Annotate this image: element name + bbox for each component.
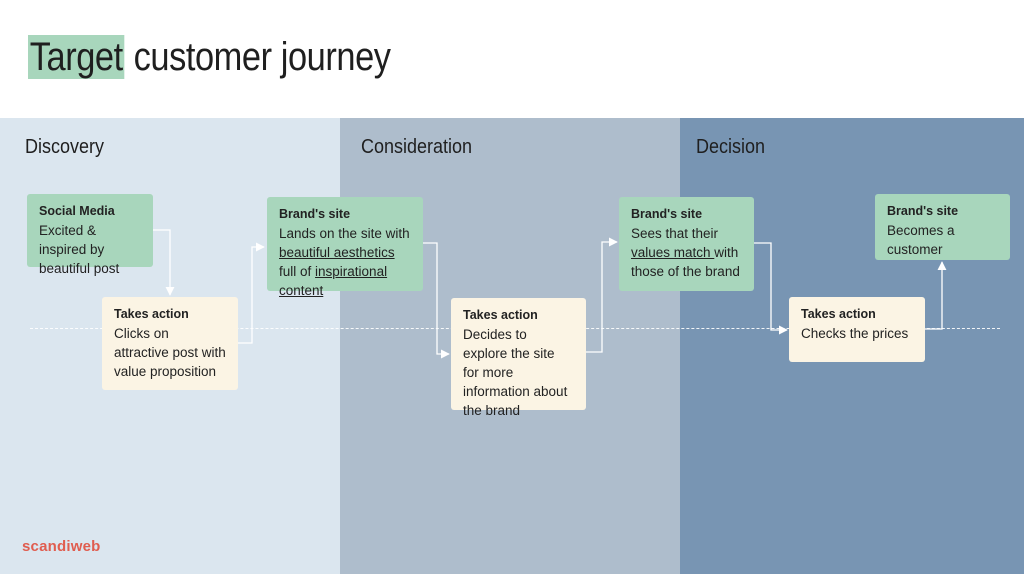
underlined-phrase: values match (631, 245, 715, 260)
step-heading: Brand's site (887, 204, 959, 218)
step-text: Becomes a customer (887, 223, 955, 257)
step-takes-action-click: Takes action Clicks on attractive post w… (102, 297, 238, 390)
step-brand-site-values: Brand's site Sees that their values matc… (619, 197, 754, 291)
stage-label: Discovery (25, 136, 105, 158)
page-title: Target customer journey (28, 30, 391, 84)
step-heading: Takes action (114, 307, 189, 321)
connector-arrow (586, 237, 618, 353)
brand-logo: scandiweb (22, 538, 101, 555)
step-heading: Takes action (801, 307, 876, 321)
step-text: Sees that their values match with those … (631, 226, 740, 279)
step-takes-action-prices: Takes action Checks the prices (789, 297, 925, 362)
connector-arrow (238, 242, 265, 344)
title-highlight: Target (28, 35, 125, 79)
stage-label: Decision (696, 136, 766, 158)
connector-arrow (925, 261, 947, 330)
step-social-media: Social Media Excited & inspired by beaut… (27, 194, 153, 276)
step-heading: Takes action (463, 308, 538, 322)
step-text: Decides to explore the site for more inf… (463, 327, 568, 418)
underlined-phrase: inspirational content (279, 264, 388, 298)
step-heading: Brand's site (631, 207, 703, 221)
connector-arrow (423, 242, 450, 359)
stage-label: Consideration (361, 136, 473, 158)
step-text: Checks the prices (801, 326, 909, 341)
connector-arrow (153, 229, 175, 296)
step-text: Clicks on attractive post with value pro… (114, 326, 226, 379)
step-brand-site-lands: Brand's site Lands on the site with beau… (267, 197, 423, 298)
title-rest: customer journey (124, 35, 391, 79)
step-heading: Brand's site (279, 207, 351, 221)
step-text: Lands on the site with beautiful aesthet… (279, 226, 410, 298)
step-text: Excited & inspired by beautiful post (39, 223, 120, 276)
step-heading: Social Media (39, 204, 115, 218)
underlined-phrase: beautiful aesthetics (279, 245, 395, 260)
step-brand-site-customer: Brand's site Becomes a customer (875, 194, 1010, 260)
step-takes-action-explore: Takes action Decides to explore the site… (451, 298, 586, 418)
connector-arrow (754, 242, 788, 335)
